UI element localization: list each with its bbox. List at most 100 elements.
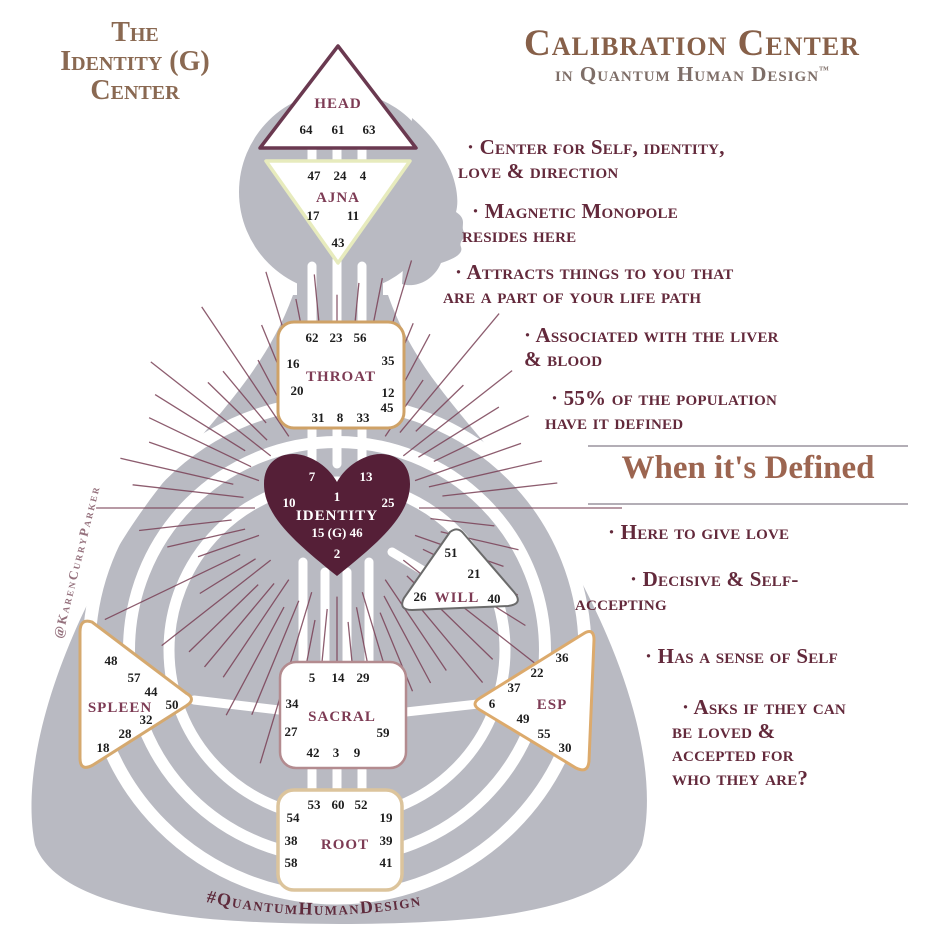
will-triangle — [401, 528, 519, 612]
gate-20: 20 — [291, 383, 304, 398]
center-head: HEAD 64 61 63 — [258, 44, 418, 150]
ajna-label: AJNA — [316, 190, 360, 206]
gate-39: 39 — [380, 833, 394, 848]
heart-ray — [251, 600, 300, 715]
gate-18: 18 — [97, 740, 111, 755]
page-subtitle-text: in Quantum Human Design — [554, 62, 820, 86]
gate-22: 22 — [531, 665, 544, 680]
sacral-label: SACRAL — [308, 709, 376, 725]
gate-45: 45 — [381, 400, 395, 415]
gate-24: 24 — [334, 168, 348, 183]
bodygraph-chart: HEAD 64 61 63 47 24 4 AJNA 17 11 43 62 2… — [31, 44, 647, 924]
gate-40: 40 — [488, 591, 501, 606]
gate-14: 14 — [332, 670, 346, 685]
heart-ray — [150, 361, 272, 457]
gate-29: 29 — [357, 670, 371, 685]
heart-ray — [442, 482, 558, 497]
gate-31: 31 — [312, 410, 325, 425]
gate-43: 43 — [332, 235, 346, 250]
heart-ray — [132, 484, 244, 499]
head-label: HEAD — [314, 96, 361, 112]
center-spleen: 48 57 44 SPLEEN 50 32 28 18 — [78, 619, 193, 769]
heart-ray — [148, 417, 252, 468]
defined-heading: When it's Defined — [621, 450, 875, 486]
gate-8: 8 — [337, 410, 344, 425]
center-esp: 36 22 37 6 ESP 49 55 30 — [473, 630, 596, 772]
gate-61: 61 — [332, 122, 345, 137]
spleen-triangle — [78, 619, 193, 769]
center-sacral: 5 14 29 34 SACRAL 27 59 42 3 9 — [278, 660, 408, 770]
sacral-box — [278, 660, 408, 770]
gate-63: 63 — [363, 122, 377, 137]
heart-ray — [402, 370, 513, 457]
divider-bottom — [588, 503, 908, 505]
gate-35: 35 — [382, 353, 396, 368]
gate-60: 60 — [332, 797, 345, 812]
heart-ray — [154, 394, 246, 452]
heart-ray — [414, 442, 522, 482]
page-title-main: Calibration Center — [524, 23, 860, 64]
heart-ray — [139, 519, 232, 532]
bullet-self-identity: · Center for Self, identity, love & dire… — [458, 135, 725, 183]
gate-17: 17 — [307, 208, 321, 223]
gate-52: 52 — [355, 797, 368, 812]
bullet-population: · 55% of the population have it defined — [545, 386, 778, 434]
gate-56: 56 — [354, 330, 368, 345]
heart-ray — [188, 584, 259, 653]
gate-19: 19 — [380, 810, 394, 825]
channel-sacral-esp — [401, 699, 483, 717]
gate-59: 59 — [377, 725, 391, 740]
gate-42: 42 — [307, 745, 320, 760]
gate-7: 7 — [309, 469, 316, 484]
center-root: 53 60 52 54 19 38 ROOT 39 58 41 — [276, 788, 404, 892]
gate-33: 33 — [357, 410, 371, 425]
gate-9: 9 — [354, 745, 361, 760]
defined-decisive: · Decisive & Self- accepting — [575, 567, 799, 615]
heart-ray — [430, 517, 495, 527]
gate-47: 47 — [308, 168, 322, 183]
heart-ray — [399, 313, 500, 434]
gate-37: 37 — [508, 680, 522, 695]
page-subtitle: in Quantum Human Design™ — [448, 62, 936, 87]
gate-49: 49 — [517, 711, 531, 726]
heart-ray — [222, 370, 267, 424]
heart-ray — [415, 384, 464, 432]
identity-sub-gates: 15 (G) 46 — [311, 525, 363, 540]
page-title-left: The Identity (G) Center — [60, 17, 210, 107]
gate-32: 32 — [140, 712, 153, 727]
identity-heart — [264, 454, 410, 576]
gate-48: 48 — [105, 653, 119, 668]
gate-10: 10 — [283, 495, 296, 510]
gate-44: 44 — [145, 684, 159, 699]
ajna-triangle — [264, 159, 412, 265]
head-triangle — [258, 44, 418, 150]
heart-ray — [428, 460, 543, 488]
heart-ray — [433, 415, 529, 462]
gate-25: 25 — [382, 495, 396, 510]
gate-4: 4 — [360, 168, 367, 183]
heart-ray — [167, 528, 246, 548]
gate-36: 36 — [556, 650, 570, 665]
heart-ray — [201, 306, 290, 437]
bullet-attracts-things: · Attracts things to you that are a part… — [443, 260, 734, 308]
gate-62: 62 — [306, 330, 319, 345]
heart-ray — [384, 579, 447, 671]
gate-2: 2 — [334, 546, 341, 561]
gate-1: 1 — [334, 489, 341, 504]
defined-asks-loved: · Asks if they can be loved & accepted f… — [672, 695, 846, 791]
gate-3: 3 — [333, 745, 340, 760]
heart-ray — [199, 558, 256, 595]
gate-38: 38 — [285, 833, 299, 848]
gate-26: 26 — [414, 589, 428, 604]
heart-ray — [148, 441, 260, 482]
silhouette-face-profile — [402, 118, 465, 286]
gate-11: 11 — [347, 208, 359, 223]
heart-ray — [383, 595, 432, 684]
heart-ray — [207, 381, 268, 441]
silhouette-body — [31, 295, 647, 924]
heart-ray — [222, 579, 290, 678]
bullet-liver-blood: · Associated with the liver & blood — [524, 323, 779, 371]
gate-51: 51 — [445, 545, 458, 560]
gate-12: 12 — [382, 385, 395, 400]
